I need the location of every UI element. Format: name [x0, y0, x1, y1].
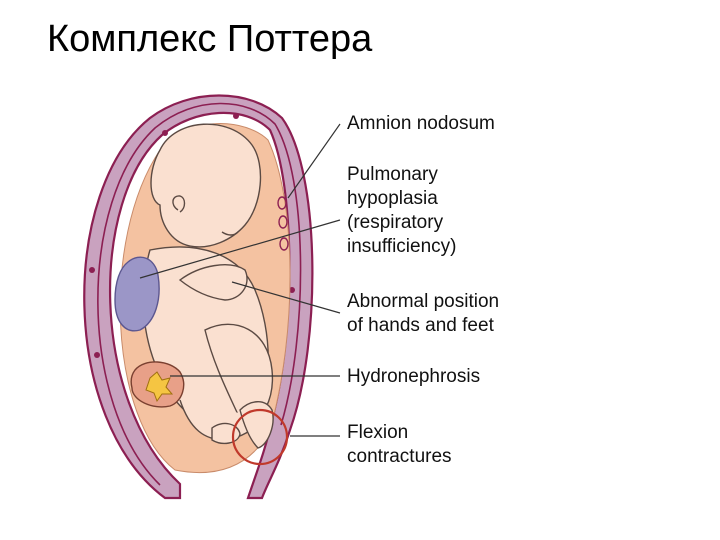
nodule-dot: [162, 130, 168, 136]
nodule-dot: [94, 352, 100, 358]
kidney: [130, 361, 185, 408]
leader-pulmonary-hypoplasia: [139, 219, 341, 279]
slide-title: Комплекс Поттера: [47, 18, 373, 60]
amnion-nodules: [277, 196, 289, 251]
flexion-highlight-circle: [231, 408, 289, 466]
label-pulmonary-hypoplasia: Pulmonary hypoplasia (respiratory insuff…: [347, 164, 457, 257]
leader-abnormal-position: [231, 281, 341, 314]
nodule-dot: [289, 287, 295, 293]
leader-lines: [139, 123, 341, 437]
label-hydronephrosis: Hydronephrosis: [347, 366, 481, 387]
label-amnion-nodosum: Amnion nodosum: [347, 113, 495, 134]
label-abnormal-position: Abnormal position of hands and feet: [347, 291, 500, 336]
nodule-dot: [89, 267, 95, 273]
leader-amnion-nodosum: [287, 123, 341, 199]
label-flexion-contractures: Flexion contractures: [347, 422, 452, 467]
nodule-dot: [233, 113, 239, 119]
